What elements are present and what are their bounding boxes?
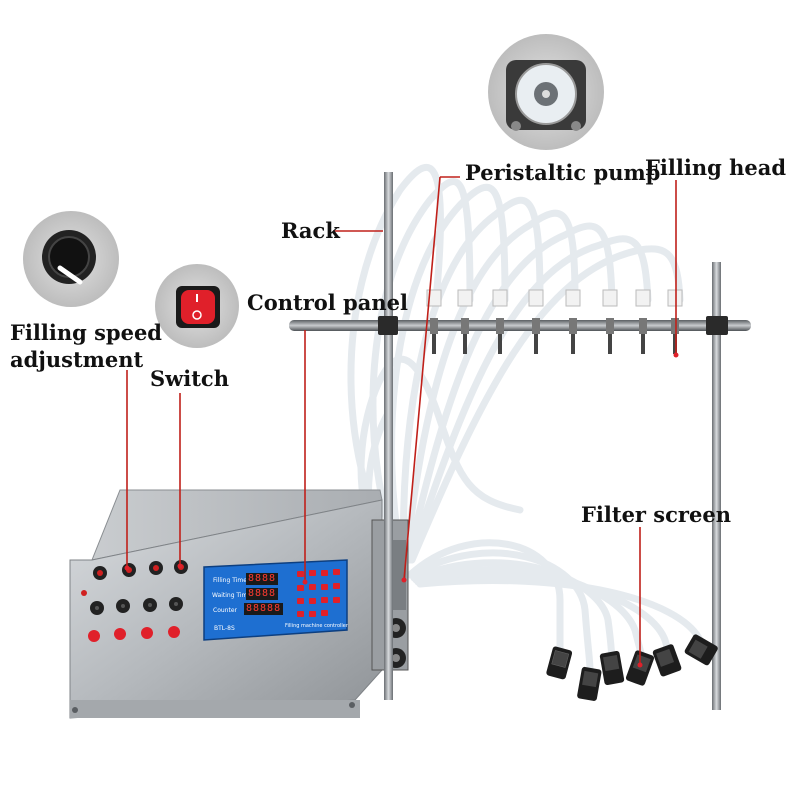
- nozzle: [635, 289, 651, 354]
- panel-caption: Filling machine controller: [285, 623, 348, 629]
- panel-brand: BTL-8S: [214, 625, 235, 632]
- label-filter-screen: Filter screen: [581, 502, 731, 527]
- label-control-panel: Control panel: [247, 290, 408, 315]
- label-rack: Rack: [281, 218, 340, 243]
- counter-display: 88888: [244, 603, 284, 615]
- knob[interactable]: [93, 566, 107, 580]
- knob[interactable]: [169, 597, 183, 611]
- filter-screens: [546, 634, 718, 701]
- nozzle: [492, 289, 508, 354]
- label-switch: Switch: [150, 366, 229, 391]
- knob[interactable]: [90, 601, 104, 615]
- leader-dots: [124, 352, 679, 668]
- panel-counter-label: Counter: [213, 607, 237, 614]
- nozzle: [602, 289, 618, 354]
- speed-knob-inset: [23, 211, 119, 307]
- switch-inset: [155, 264, 239, 348]
- nozzle: [528, 289, 544, 354]
- indicator-light: [168, 626, 180, 638]
- knob[interactable]: [143, 598, 157, 612]
- filling-time-display: 8888: [246, 573, 279, 585]
- knob[interactable]: [149, 561, 163, 575]
- label-peristaltic-pump: Peristaltic pump: [465, 160, 661, 185]
- panel-buttons: [297, 569, 340, 617]
- waiting-time-display: 8888: [246, 588, 279, 600]
- rack: [289, 172, 751, 710]
- nozzle: [667, 289, 683, 354]
- label-filling-speed-line2: adjustment: [10, 347, 144, 372]
- indicator-light: [141, 627, 153, 639]
- label-filling-speed-line1: Filling speed: [10, 320, 162, 345]
- panel-filling-time-label: Filling Time: [213, 577, 247, 584]
- indicator-light: [88, 630, 100, 642]
- control-panel-screen: [203, 559, 348, 641]
- knob[interactable]: [122, 563, 136, 577]
- indicator-light: [114, 628, 126, 640]
- filling-heads: [426, 289, 683, 354]
- leader-lines: [126, 176, 677, 665]
- nozzle: [457, 289, 473, 354]
- panel-waiting-time-label: Waiting Time: [212, 592, 252, 599]
- knob[interactable]: [116, 599, 130, 613]
- pump-head-inset: [488, 34, 604, 150]
- label-filling-head: Filling head: [645, 155, 787, 180]
- nozzle: [565, 289, 581, 354]
- nozzle: [426, 289, 442, 354]
